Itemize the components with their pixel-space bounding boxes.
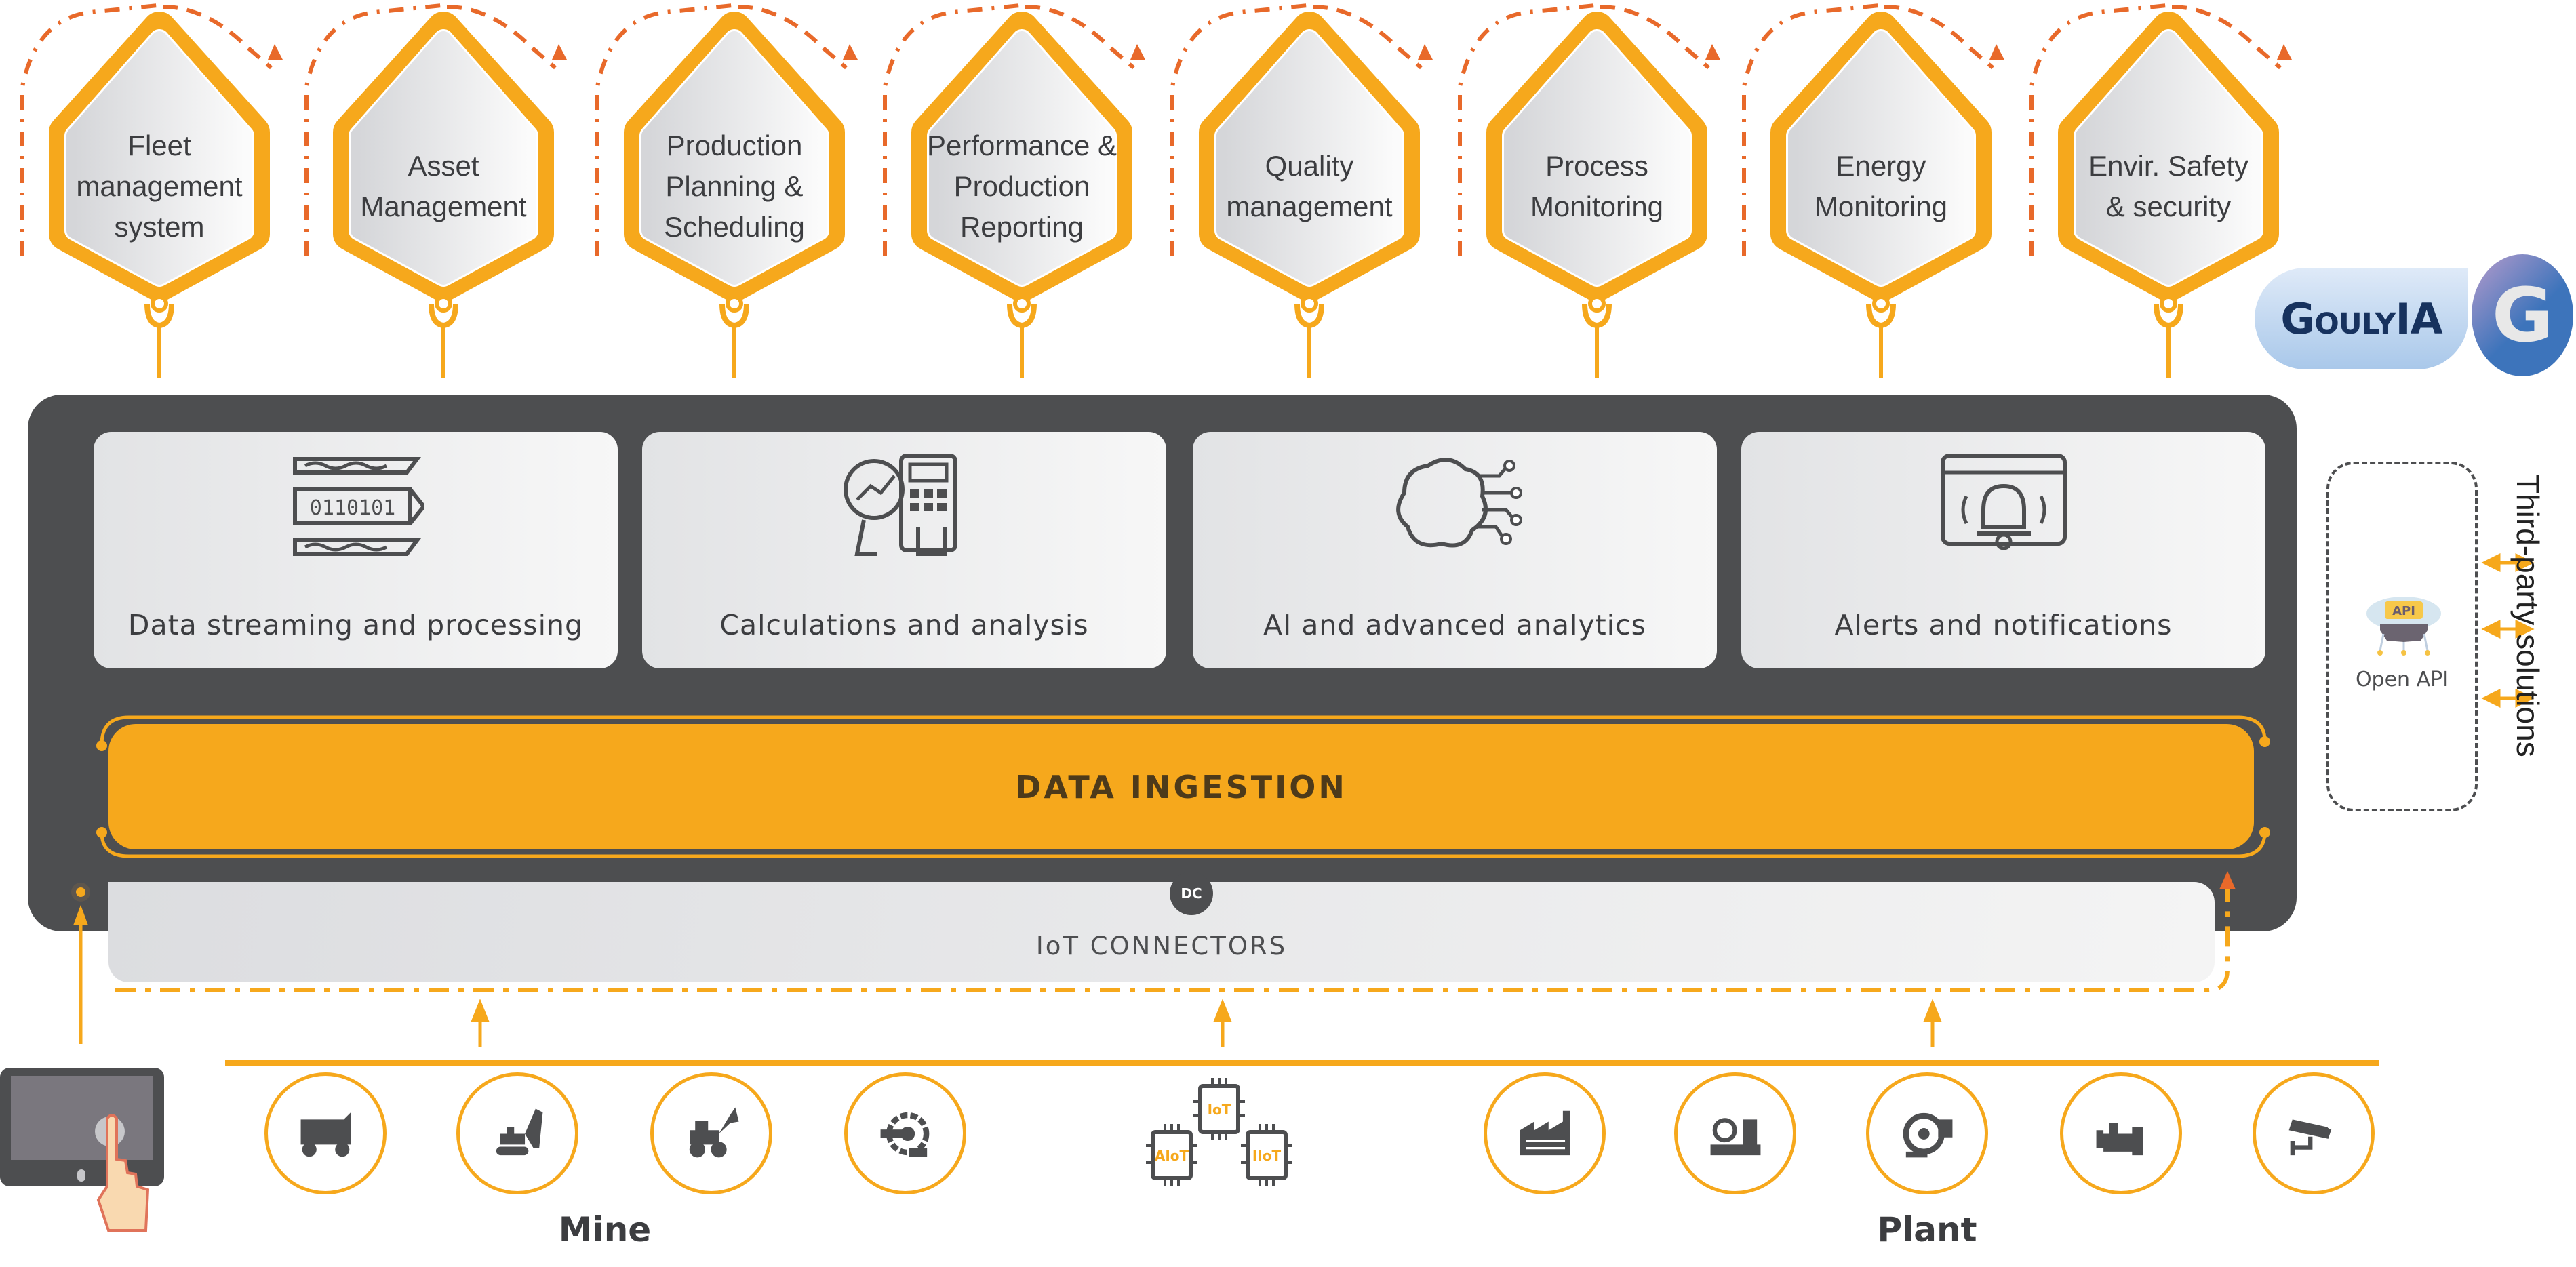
module-label: Process Monitoring	[1530, 150, 1664, 222]
hand-pointer-icon	[96, 1114, 150, 1232]
dc-badge: DC	[1170, 872, 1213, 915]
hexagon-frame	[1742, 3, 2004, 378]
arrow-up-icon	[73, 905, 88, 925]
turbine-icon	[1903, 1112, 1952, 1157]
svg-text:0110101: 0110101	[309, 496, 395, 520]
hexagon-frame	[20, 3, 283, 378]
module-hexagon[interactable]: Fleet management system	[17, 0, 302, 380]
device-circle[interactable]	[1484, 1072, 1606, 1194]
bidirectional-arrows	[2481, 552, 2535, 708]
device-circle[interactable]	[1674, 1072, 1796, 1194]
bucket-wheel-icon	[880, 1112, 929, 1157]
module-hexagon[interactable]: Asset Management	[301, 0, 586, 380]
capability-label: Alerts and notifications	[1834, 609, 2173, 641]
hexagon-frame	[1170, 3, 1433, 378]
module-hexagon[interactable]: Envir. Safety & security	[2026, 0, 2311, 380]
hexagon-frame	[1458, 3, 1720, 378]
goulyia-logo: GoulyIA	[2255, 268, 2468, 369]
module-label: Quality management	[1226, 150, 1393, 222]
ai-brain-circuit-icon	[1395, 458, 1522, 548]
capability-card[interactable]: Calculations and analysis	[642, 432, 1166, 668]
module-label: Envir. Safety & security	[2088, 150, 2248, 222]
module-label: Performance & Production Reporting	[926, 129, 1117, 243]
data-stream-icon: 0110101	[292, 457, 424, 556]
module-label: Asset Management	[360, 150, 527, 222]
capability-label: AI and advanced analytics	[1263, 609, 1646, 641]
chemical-plant-icon	[1710, 1117, 1760, 1155]
aiot-chip-label: AIoT	[1155, 1148, 1189, 1164]
iiot-chip-label: IIoT	[1252, 1148, 1282, 1164]
module-label: Fleet management system	[76, 129, 243, 243]
excavator-icon	[496, 1108, 542, 1155]
module-hexagon[interactable]: Quality management	[1167, 0, 1452, 380]
module-hexagon[interactable]: Production Planning & Scheduling	[592, 0, 877, 380]
device-circle[interactable]	[844, 1072, 966, 1194]
capability-card[interactable]: Alerts and notifications	[1741, 432, 2265, 668]
iot-connectors-label: IoT CONNECTORS	[1035, 931, 1288, 961]
factory-icon	[1520, 1110, 1570, 1155]
wheel-loader-icon	[689, 1106, 739, 1157]
module-label: Production Planning & Scheduling	[664, 129, 805, 243]
hexagon-frame	[304, 3, 567, 378]
device-circle[interactable]	[650, 1072, 772, 1194]
goulyia-mark-icon: G	[2472, 254, 2573, 376]
svg-text:API: API	[2392, 604, 2415, 618]
capability-label: Calculations and analysis	[719, 609, 1089, 641]
pump-icon	[2096, 1123, 2143, 1155]
capability-card[interactable]: AI and advanced analytics	[1193, 432, 1717, 668]
device-circle[interactable]	[2253, 1072, 2375, 1194]
module-hexagon[interactable]: Process Monitoring	[1454, 0, 1739, 380]
hexagon-frame	[883, 3, 1145, 378]
capability-card[interactable]: 0110101 Data streaming and processing	[94, 432, 618, 668]
capability-label: Data streaming and processing	[127, 609, 584, 641]
data-ingestion-bar: DATA INGESTION	[108, 724, 2254, 849]
bell-alert-icon	[1940, 454, 2067, 550]
open-api-box: API Open API	[2326, 462, 2478, 811]
open-api-label: Open API	[2355, 668, 2449, 691]
device-circle[interactable]	[264, 1072, 387, 1194]
iot-connectors-bar: IoT CONNECTORS	[108, 882, 2215, 982]
calculator-analysis-icon	[843, 454, 957, 556]
ingestion-bracket-bottom	[100, 832, 2267, 858]
mine-label: Mine	[558, 1210, 652, 1249]
hexagon-frame	[595, 3, 858, 378]
api-cloud-gear-icon: API	[2366, 597, 2441, 656]
module-hexagon[interactable]: Performance & Production Reporting	[879, 0, 1164, 380]
tablet-icon	[0, 1068, 164, 1186]
iot-chip-label: IoT	[1208, 1102, 1231, 1118]
ingestion-bracket-top	[100, 715, 2267, 745]
arrow-up-icon	[2219, 871, 2236, 889]
device-circle[interactable]	[2060, 1072, 2182, 1194]
third-party-label: Third-party solutions	[2510, 475, 2545, 757]
hexagon-frame	[2029, 3, 2292, 378]
iot-chips-icon: IoT AIoT IIoT	[1146, 1078, 1292, 1186]
plant-label: Plant	[1877, 1210, 1977, 1249]
dump-truck-icon	[300, 1112, 351, 1157]
device-circle[interactable]	[456, 1072, 578, 1194]
module-hexagon[interactable]: Energy Monitoring	[1739, 0, 2023, 380]
device-circle[interactable]	[1866, 1072, 1988, 1194]
module-label: Energy Monitoring	[1814, 150, 1948, 222]
cctv-camera-icon	[2288, 1119, 2334, 1155]
